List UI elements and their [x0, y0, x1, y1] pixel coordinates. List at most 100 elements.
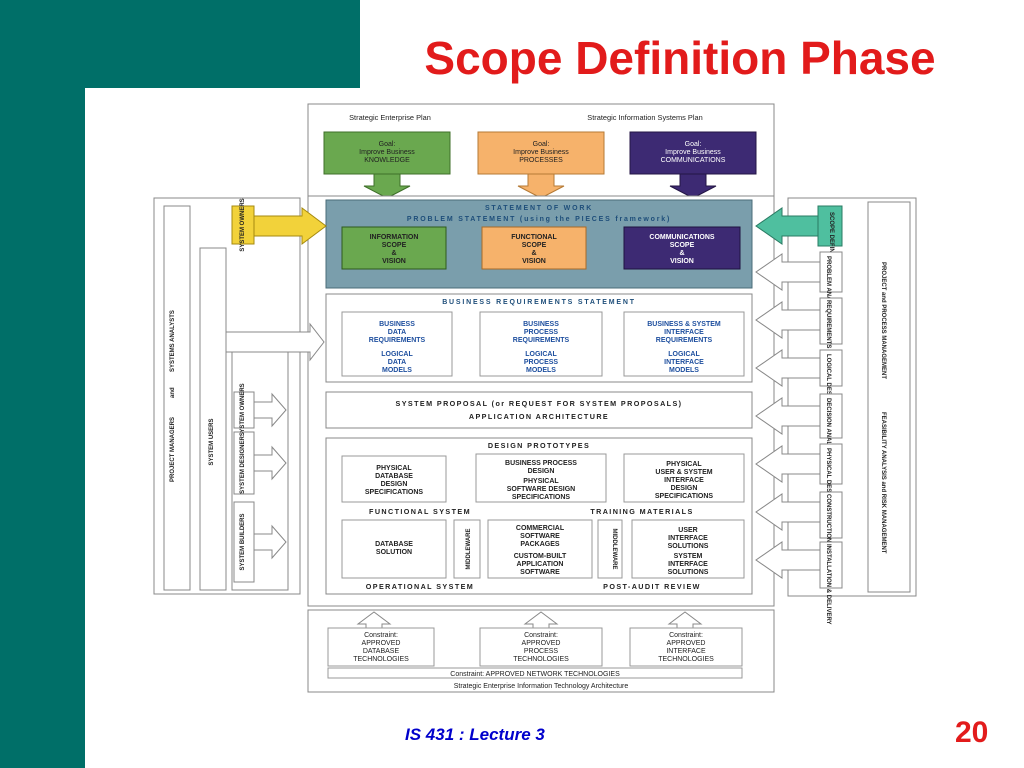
it-architecture-label: Strategic Enterprise Information Technol…: [454, 683, 629, 690]
svg-text:BUSINESS PROCESS: BUSINESS PROCESS: [505, 460, 577, 467]
svg-text:&: &: [391, 250, 396, 257]
svg-text:CONSTRUCTION & TESTING: CONSTRUCTION & TESTING: [825, 494, 831, 576]
svg-text:APPROVED: APPROVED: [522, 640, 561, 647]
svg-text:SYSTEM PROPOSAL (or REQUEST FO: SYSTEM PROPOSAL (or REQUEST FOR SYSTEM P…: [396, 399, 683, 408]
svg-text:SCOPE DEFINITION: SCOPE DEFINITION: [828, 212, 834, 269]
svg-text:SPECIFICATIONS: SPECIFICATIONS: [512, 494, 571, 501]
svg-text:Goal:: Goal:: [533, 141, 550, 148]
svg-text:REQUIREMENTS ANALYSIS: REQUIREMENTS ANALYSIS: [825, 300, 831, 380]
svg-text:Constraint:: Constraint:: [669, 632, 703, 639]
svg-text:DATABASE: DATABASE: [375, 541, 413, 548]
system-proposal-box: [325, 391, 753, 429]
svg-text:INFORMATION: INFORMATION: [370, 234, 419, 241]
phase-requirements-analysis: REQUIREMENTS ANALYSIS: [755, 297, 843, 380]
software-design-box: [475, 453, 607, 503]
arrow-down-processes: [517, 173, 565, 199]
phase-logical-design: LOGICAL DESIGN: [755, 349, 843, 406]
svg-text:SOLUTIONS: SOLUTIONS: [668, 569, 709, 576]
svg-text:COMMUNICATIONS: COMMUNICATIONS: [649, 234, 715, 241]
svg-text:BUSINESS: BUSINESS: [379, 321, 415, 328]
svg-text:SOFTWARE: SOFTWARE: [520, 569, 560, 576]
svg-text:INTERFACE: INTERFACE: [668, 535, 708, 542]
scope-definition-box: [817, 205, 843, 247]
left-teal-bar: [0, 0, 85, 768]
svg-text:Constraint:: Constraint:: [364, 632, 398, 639]
svg-text:INTERFACE: INTERFACE: [664, 359, 704, 366]
process-requirements-box: [479, 311, 603, 377]
svg-text:USER & SYSTEM: USER & SYSTEM: [655, 469, 712, 476]
svg-text:VISION: VISION: [522, 258, 546, 265]
svg-text:&: &: [531, 250, 536, 257]
physical-database-design-box: [341, 455, 447, 503]
svg-text:TECHNOLOGIES: TECHNOLOGIES: [658, 656, 714, 663]
footer-course-label: IS 431 : Lecture 3: [405, 725, 545, 744]
svg-text:SYSTEMS ANALYSTS: SYSTEMS ANALYSTS: [170, 310, 176, 372]
svg-text:SYSTEM OWNERS: SYSTEM OWNERS: [240, 198, 246, 251]
system-users-column: [199, 247, 227, 591]
constraint-process-box: [479, 627, 603, 667]
svg-text:BUSINESS: BUSINESS: [523, 321, 559, 328]
software-solution-box: [487, 519, 593, 579]
svg-text:SOFTWARE: SOFTWARE: [520, 533, 560, 540]
constraint-interface-box: [629, 627, 743, 667]
svg-text:Goal:: Goal:: [685, 141, 702, 148]
svg-text:COMMUNICATIONS: COMMUNICATIONS: [661, 157, 726, 164]
management-column: [867, 201, 911, 593]
svg-text:APPLICATION: APPLICATION: [517, 561, 564, 568]
svg-text:PHYSICAL: PHYSICAL: [666, 461, 702, 468]
svg-text:FUNCTIONAL: FUNCTIONAL: [511, 234, 557, 241]
middleware-left-box: [453, 519, 481, 579]
svg-text:BUSINESS & SYSTEM: BUSINESS & SYSTEM: [647, 321, 721, 328]
svg-text:CUSTOM-BUILT: CUSTOM-BUILT: [514, 553, 567, 560]
database-solution-box: [341, 519, 447, 579]
svg-text:PROCESS: PROCESS: [524, 359, 559, 366]
slide-number: 20: [955, 716, 989, 749]
svg-text:DATABASE: DATABASE: [363, 648, 400, 655]
svg-text:and: and: [170, 387, 176, 398]
svg-text:TRAINING MATERIALS: TRAINING MATERIALS: [590, 507, 693, 516]
phase-construction-testing: CONSTRUCTION & TESTING: [755, 491, 843, 576]
svg-text:APPROVED: APPROVED: [362, 640, 401, 647]
svg-text:TECHNOLOGIES: TECHNOLOGIES: [513, 656, 569, 663]
top-teal-band: [0, 0, 360, 88]
strategic-is-plan-label: Strategic Information Systems Plan: [587, 113, 702, 122]
svg-text:DATABASE: DATABASE: [375, 473, 413, 480]
functional-scope-box: [481, 226, 587, 270]
svg-text:SOLUTION: SOLUTION: [376, 549, 412, 556]
svg-text:TECHNOLOGIES: TECHNOLOGIES: [353, 656, 409, 663]
svg-text:OPERATIONAL SYSTEM: OPERATIONAL SYSTEM: [366, 582, 474, 591]
svg-text:SPECIFICATIONS: SPECIFICATIONS: [655, 493, 714, 500]
svg-text:DECISION ANALYSIS: DECISION ANALYSIS: [825, 398, 831, 458]
problem-statement-label: PROBLEM STATEMENT (using the PIECES fram…: [407, 216, 671, 223]
svg-text:APPLICATION ARCHITECTURE: APPLICATION ARCHITECTURE: [469, 412, 609, 421]
data-requirements-box: [341, 311, 453, 377]
svg-text:MODELS: MODELS: [382, 367, 412, 374]
svg-text:REQUIREMENTS: REQUIREMENTS: [513, 337, 570, 344]
svg-text:DATA: DATA: [388, 329, 406, 336]
svg-text:PROCESS: PROCESS: [524, 329, 559, 336]
svg-text:SCOPE: SCOPE: [382, 242, 407, 249]
svg-text:PHYSICAL: PHYSICAL: [376, 465, 412, 472]
slide-title: Scope Definition Phase: [424, 32, 936, 84]
communications-scope-box: [623, 226, 741, 270]
svg-text:SCOPE: SCOPE: [670, 242, 695, 249]
svg-text:POST-AUDIT REVIEW: POST-AUDIT REVIEW: [603, 582, 701, 591]
network-constraint-box: [327, 667, 743, 679]
brs-label: BUSINESS REQUIREMENTS STATEMENT: [442, 299, 636, 306]
svg-text:MIDDLEWARE: MIDDLEWARE: [466, 529, 472, 570]
svg-text:Constraint: APPROVED NETWORK T: Constraint: APPROVED NETWORK TECHNOLOGIE…: [450, 671, 620, 678]
svg-text:REQUIREMENTS: REQUIREMENTS: [369, 337, 426, 344]
arrow-down-communications: [669, 173, 717, 199]
strategic-enterprise-plan-label: Strategic Enterprise Plan: [349, 113, 431, 122]
svg-text:FUNCTIONAL SYSTEM: FUNCTIONAL SYSTEM: [369, 507, 471, 516]
svg-text:FEASIBILITY ANALYSIS and RISK: FEASIBILITY ANALYSIS and RISK MANAGEMENT: [880, 412, 886, 554]
svg-text:INTERFACE: INTERFACE: [664, 477, 704, 484]
svg-text:SYSTEM OWNERS: SYSTEM OWNERS: [240, 383, 246, 436]
svg-text:REQUIREMENTS: REQUIREMENTS: [656, 337, 713, 344]
svg-text:SPECIFICATIONS: SPECIFICATIONS: [365, 489, 424, 496]
svg-text:LOGICAL: LOGICAL: [381, 351, 413, 358]
interface-solutions-box: [631, 519, 745, 579]
interface-requirements-box: [623, 311, 745, 377]
arrow-down-knowledge: [363, 173, 411, 199]
scope-definition-diagram: Strategic Enterprise Plan Strategic Info…: [152, 102, 919, 694]
